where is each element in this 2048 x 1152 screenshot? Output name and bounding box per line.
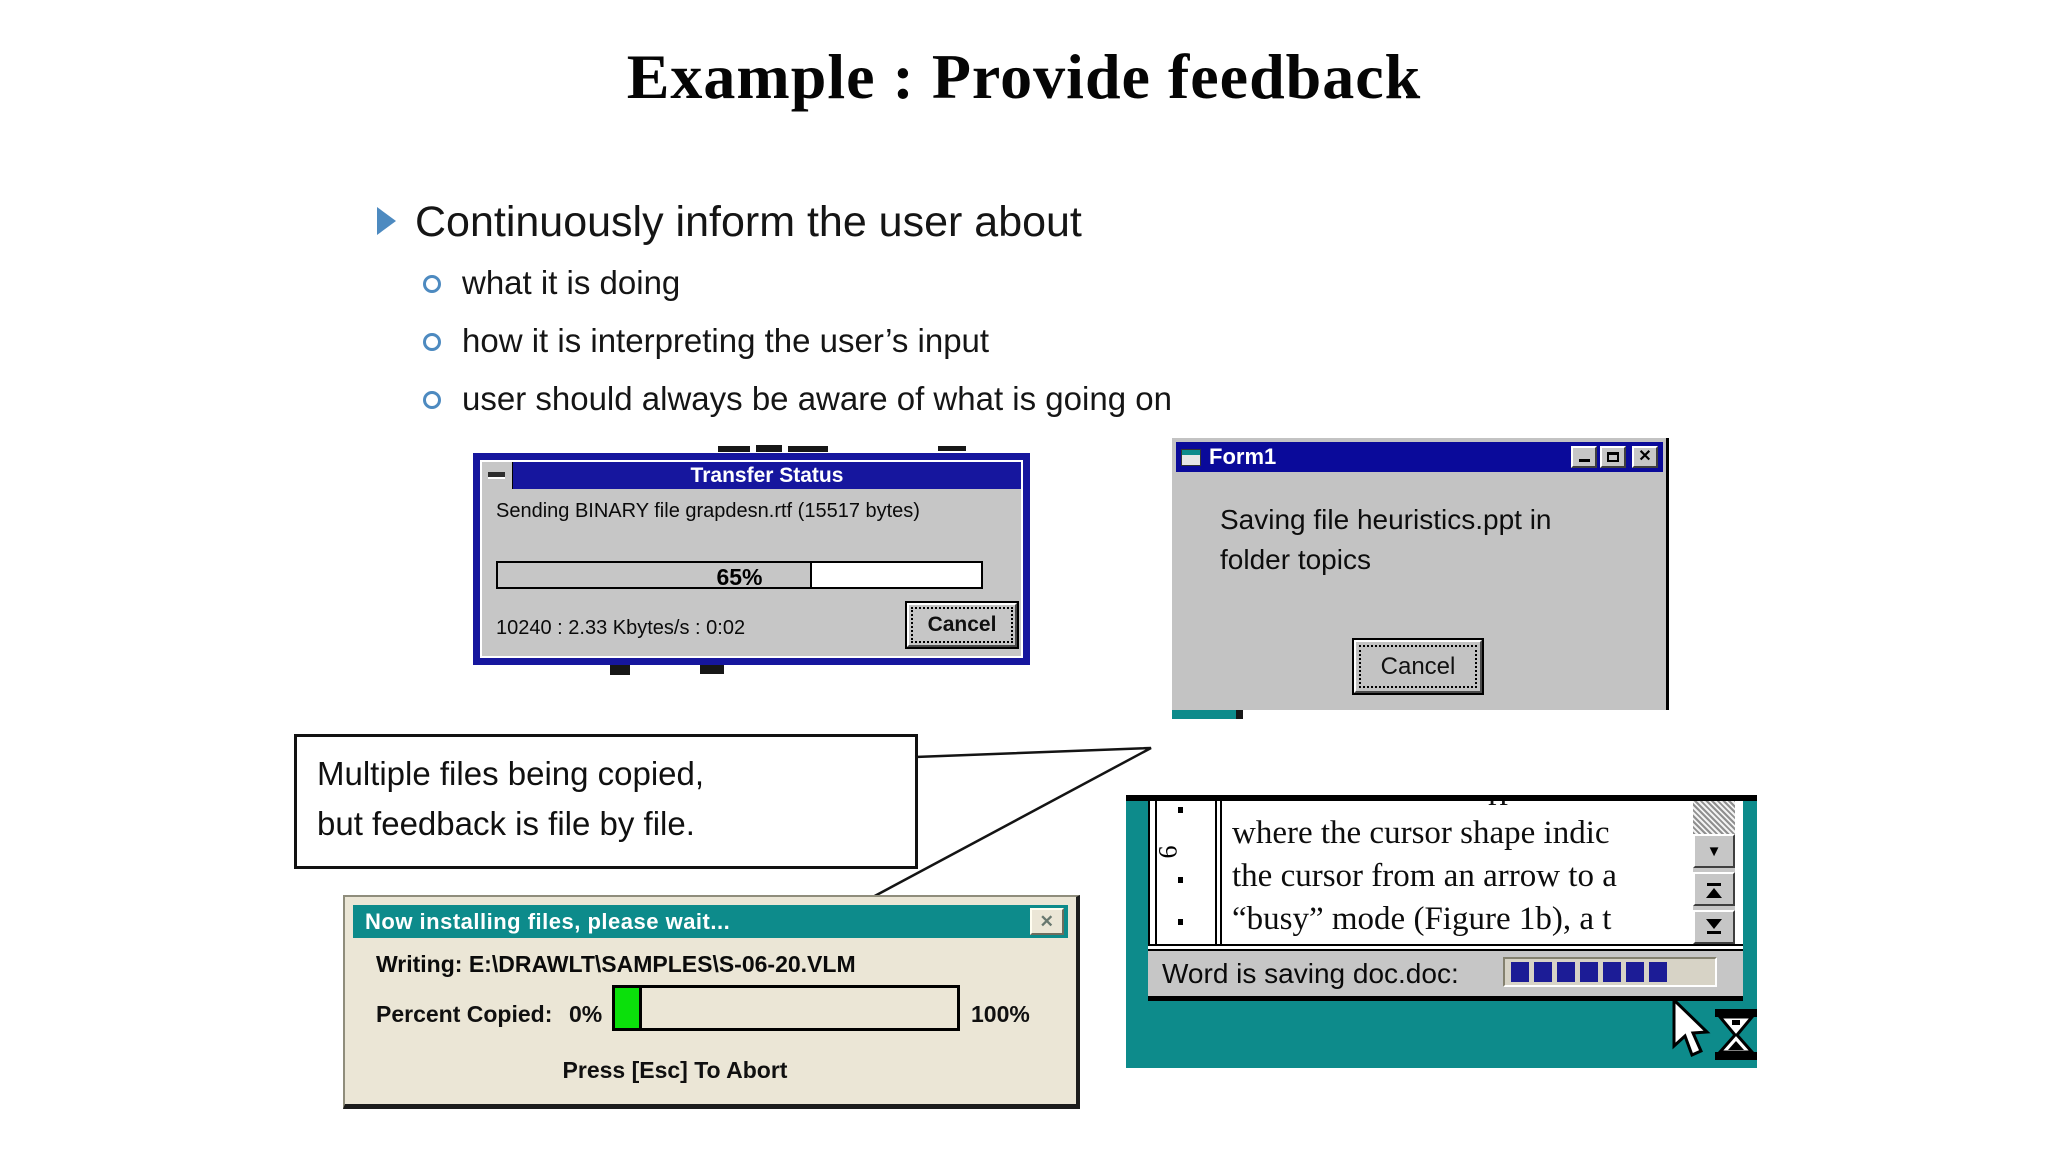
progress-block (1557, 962, 1575, 982)
progress-block (1580, 962, 1598, 982)
cancel-label: Cancel (927, 613, 997, 636)
progress-block (1603, 962, 1621, 982)
progress-end-label: 100% (971, 1001, 1030, 1027)
arrow-cursor-icon (1672, 998, 1711, 1058)
bullet-sub-3: user should always be aware of what is g… (462, 380, 1172, 417)
screenshot-top-border (1126, 795, 1757, 801)
focus-rect (911, 607, 1013, 643)
crop-artifact (718, 446, 750, 452)
minus-icon (488, 472, 505, 477)
close-button[interactable]: ✕ (1030, 908, 1064, 935)
doc-line-1: where the cursor shape indic (1232, 815, 1610, 851)
doc-line-2: the cursor from an arrow to a (1232, 858, 1617, 894)
progress-block (1649, 962, 1667, 982)
word-screenshot: 6 where the cursor shape indic the curso… (1126, 795, 1757, 1068)
minimize-icon (1579, 459, 1590, 462)
word-status-bar: Word is saving doc.doc: (1148, 951, 1743, 996)
callout-line2: but feedback is file by file. (317, 805, 695, 842)
progress-start-label: 0% (569, 1001, 603, 1027)
transfer-status-dialog: Transfer Status Sending BINARY file grap… (473, 453, 1030, 665)
previous-page-button[interactable] (1693, 872, 1735, 906)
button-face (1354, 640, 1482, 693)
button-face (907, 603, 1017, 647)
ruler-tick (1178, 919, 1183, 925)
hourglass-icon (1715, 1009, 1757, 1060)
bullet-circle-icon (423, 333, 441, 351)
installer-writing-line: Writing: E:\DRAWLT\SAMPLES\S-06-20.VLM (376, 951, 856, 977)
bullet-sub-2: how it is interpreting the user’s input (462, 322, 990, 359)
document-text-area: where the cursor shape indic the cursor … (1232, 801, 1690, 944)
close-icon: ✕ (1638, 448, 1652, 465)
close-button[interactable]: ✕ (1632, 446, 1658, 468)
page-title: Example : Provide feedback (626, 41, 1422, 112)
form-icon (1181, 448, 1201, 466)
next-page-button[interactable] (1693, 910, 1735, 944)
callout-box: Multiple files being copied, but feedbac… (294, 734, 918, 869)
vertical-scrollbar[interactable]: ▼ (1693, 801, 1735, 944)
clipped-line-fragment: rr (1488, 801, 1578, 814)
maximize-icon (1607, 452, 1619, 462)
focus-rect (1359, 645, 1477, 688)
crop-artifact (700, 665, 724, 674)
doc-line-3: “busy” mode (Figure 1b), a t (1232, 901, 1612, 937)
abort-hint: Press [Esc] To Abort (562, 1057, 788, 1083)
busy-cursor (1672, 998, 1757, 1060)
scroll-down-button[interactable]: ▼ (1693, 834, 1735, 868)
percent-copied-label: Percent Copied: (376, 1001, 553, 1027)
ruler-tick (1178, 877, 1183, 883)
bullet-circle-icon (423, 391, 441, 409)
installer-dialog: Now installing files, please wait... ✕ W… (343, 895, 1080, 1109)
page-up-icon (1707, 882, 1721, 886)
maximize-button[interactable] (1600, 446, 1626, 468)
page-down-icon (1707, 930, 1721, 934)
crop-artifact (1172, 710, 1236, 719)
form1-title: Form1 (1209, 444, 1277, 469)
window-bottom-border (1148, 996, 1743, 1001)
install-progress-fill (615, 988, 643, 1028)
installer-titlebar: Now installing files, please wait... ✕ (353, 905, 1068, 938)
transfer-progress-bar: 65% (496, 561, 983, 590)
transfer-message: Sending BINARY file grapdesn.rtf (15517 … (496, 500, 920, 522)
transfer-stats: 10240 : 2.33 Kbytes/s : 0:02 (496, 617, 746, 639)
scrollbar-track-hatch (1693, 801, 1735, 834)
transfer-title: Transfer Status (690, 463, 844, 487)
installer-progress-bar (612, 985, 960, 1031)
installer-title: Now installing files, please wait... (365, 908, 731, 934)
cancel-label: Cancel (1380, 652, 1456, 680)
saving-status-text: Word is saving doc.doc: (1162, 958, 1459, 989)
word-window: 6 where the cursor shape indic the curso… (1148, 801, 1743, 1001)
minimize-button[interactable] (1571, 446, 1597, 468)
crop-artifact (1236, 710, 1243, 719)
cancel-button[interactable]: Cancel (1352, 638, 1484, 695)
form1-dialog: Form1 ✕ Saving file heuristics.ppt in fo… (1172, 438, 1669, 710)
transfer-progress-label: 65% (716, 564, 763, 590)
crop-artifact (938, 446, 966, 451)
transfer-progress-fill (498, 563, 812, 587)
callout-line1: Multiple files being copied, (317, 755, 705, 792)
progress-block (1534, 962, 1552, 982)
system-menu-button[interactable] (482, 462, 513, 489)
cancel-button[interactable]: Cancel (905, 601, 1019, 649)
crop-artifact (788, 446, 828, 452)
arrow-down-icon: ▼ (1706, 842, 1722, 860)
ruler-number: 6 (1153, 845, 1183, 859)
progress-block (1511, 962, 1529, 982)
form1-message: Saving file heuristics.ppt in folder top… (1220, 504, 1552, 575)
form1-titlebar: Form1 ✕ (1176, 442, 1663, 472)
transfer-titlebar: Transfer Status (482, 462, 1021, 489)
bullet-level1: Continuously inform the user about (415, 198, 1082, 246)
crop-artifact (756, 445, 782, 452)
bullet-circle-icon (423, 275, 441, 293)
ruler-tick (1178, 807, 1183, 813)
close-icon: ✕ (1039, 911, 1055, 931)
progress-block (1626, 962, 1644, 982)
crop-artifact (610, 663, 630, 675)
bullet-sub-1: what it is doing (462, 264, 681, 301)
bullet-triangle-icon (377, 207, 396, 235)
word-progress-well (1503, 957, 1717, 987)
